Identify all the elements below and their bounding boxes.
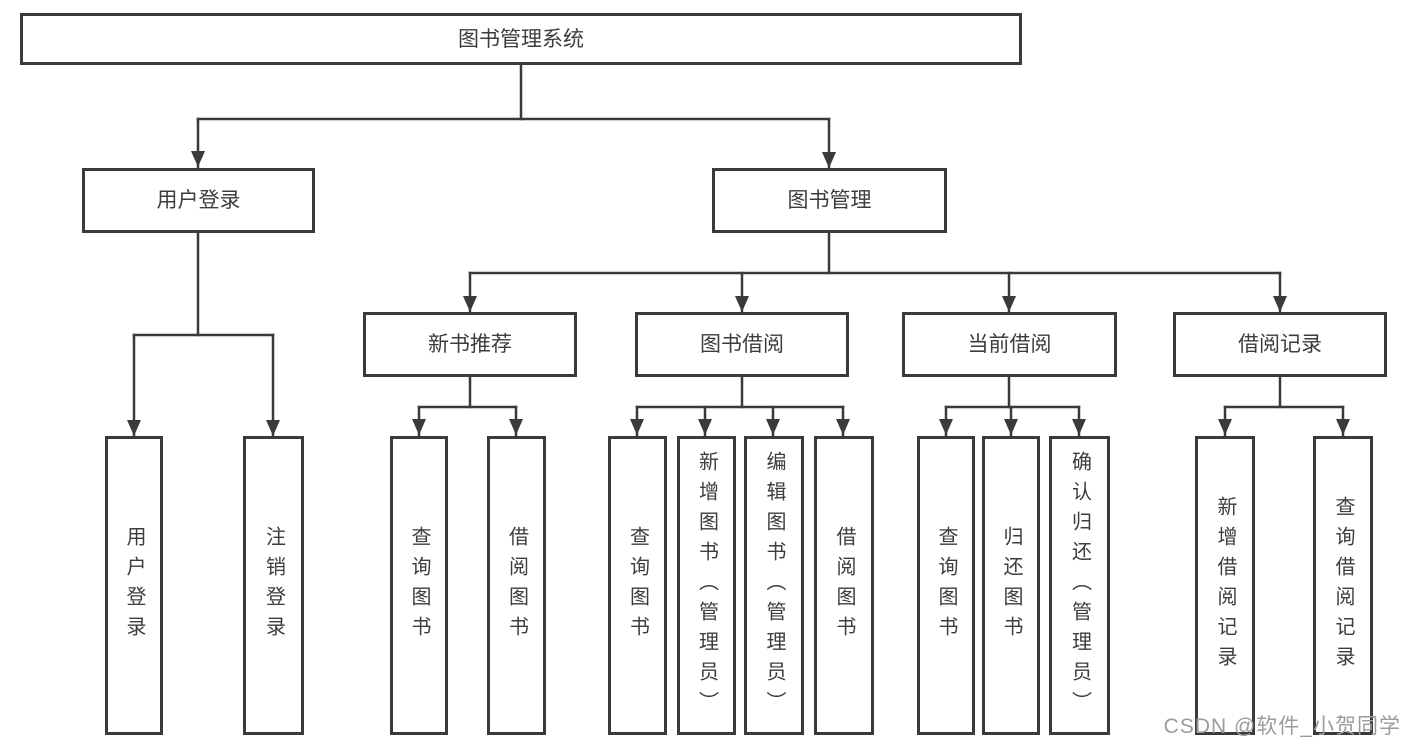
- node-label: 借阅记录: [1238, 333, 1322, 356]
- node-borrow-records: 借阅记录: [1173, 312, 1387, 377]
- leaf-label: 用户登录: [123, 525, 145, 646]
- node-book-management-branch: 图书管理: [712, 168, 947, 233]
- leaf-add-books-admin: 新增图书（管理员）: [677, 436, 736, 735]
- leaf-label: 借阅图书: [505, 525, 528, 646]
- leaf-label: 归还图书: [1000, 525, 1022, 646]
- node-label: 新书推荐: [428, 333, 512, 356]
- leaf-borrow-books-1: 借阅图书: [487, 436, 546, 735]
- leaf-query-books-3: 查询图书: [917, 436, 975, 735]
- node-book-borrow: 图书借阅: [635, 312, 849, 377]
- leaf-label: 查询图书: [626, 525, 649, 646]
- node-current-borrow: 当前借阅: [902, 312, 1117, 377]
- leaf-user-login: 用户登录: [105, 436, 163, 735]
- node-root-system: 图书管理系统: [20, 13, 1022, 65]
- node-label: 图书借阅: [700, 333, 784, 356]
- leaf-logout: 注销登录: [243, 436, 304, 735]
- leaf-confirm-return-admin: 确认归还（管理员）: [1049, 436, 1110, 735]
- leaf-query-books-2: 查询图书: [608, 436, 667, 735]
- node-new-book-recommend: 新书推荐: [363, 312, 577, 377]
- leaf-label: 新增借阅记录: [1214, 495, 1236, 676]
- csdn-watermark: CSDN @软件_小贺同学: [1163, 715, 1401, 738]
- leaf-label: 确认归还（管理员）: [1068, 450, 1091, 721]
- leaf-query-books-1: 查询图书: [390, 436, 448, 735]
- leaf-label: 编辑图书（管理员）: [763, 450, 785, 721]
- leaf-borrow-books-2: 借阅图书: [814, 436, 874, 735]
- node-label: 图书管理: [787, 189, 872, 212]
- leaf-return-books: 归还图书: [982, 436, 1040, 735]
- leaf-edit-books-admin: 编辑图书（管理员）: [744, 436, 804, 735]
- leaf-add-borrow-record: 新增借阅记录: [1195, 436, 1255, 735]
- leaf-label: 查询图书: [935, 525, 957, 646]
- leaf-label: 查询图书: [408, 525, 430, 646]
- node-user-login-branch: 用户登录: [82, 168, 315, 233]
- node-label: 用户登录: [156, 189, 241, 212]
- leaf-label: 查询借阅记录: [1332, 495, 1354, 676]
- leaf-query-borrow-record: 查询借阅记录: [1313, 436, 1373, 735]
- leaf-label: 新增图书（管理员）: [695, 450, 718, 721]
- leaf-label: 借阅图书: [833, 525, 855, 646]
- leaf-label: 注销登录: [262, 525, 285, 646]
- node-label: 当前借阅: [967, 333, 1052, 356]
- node-root-label: 图书管理系统: [458, 27, 584, 51]
